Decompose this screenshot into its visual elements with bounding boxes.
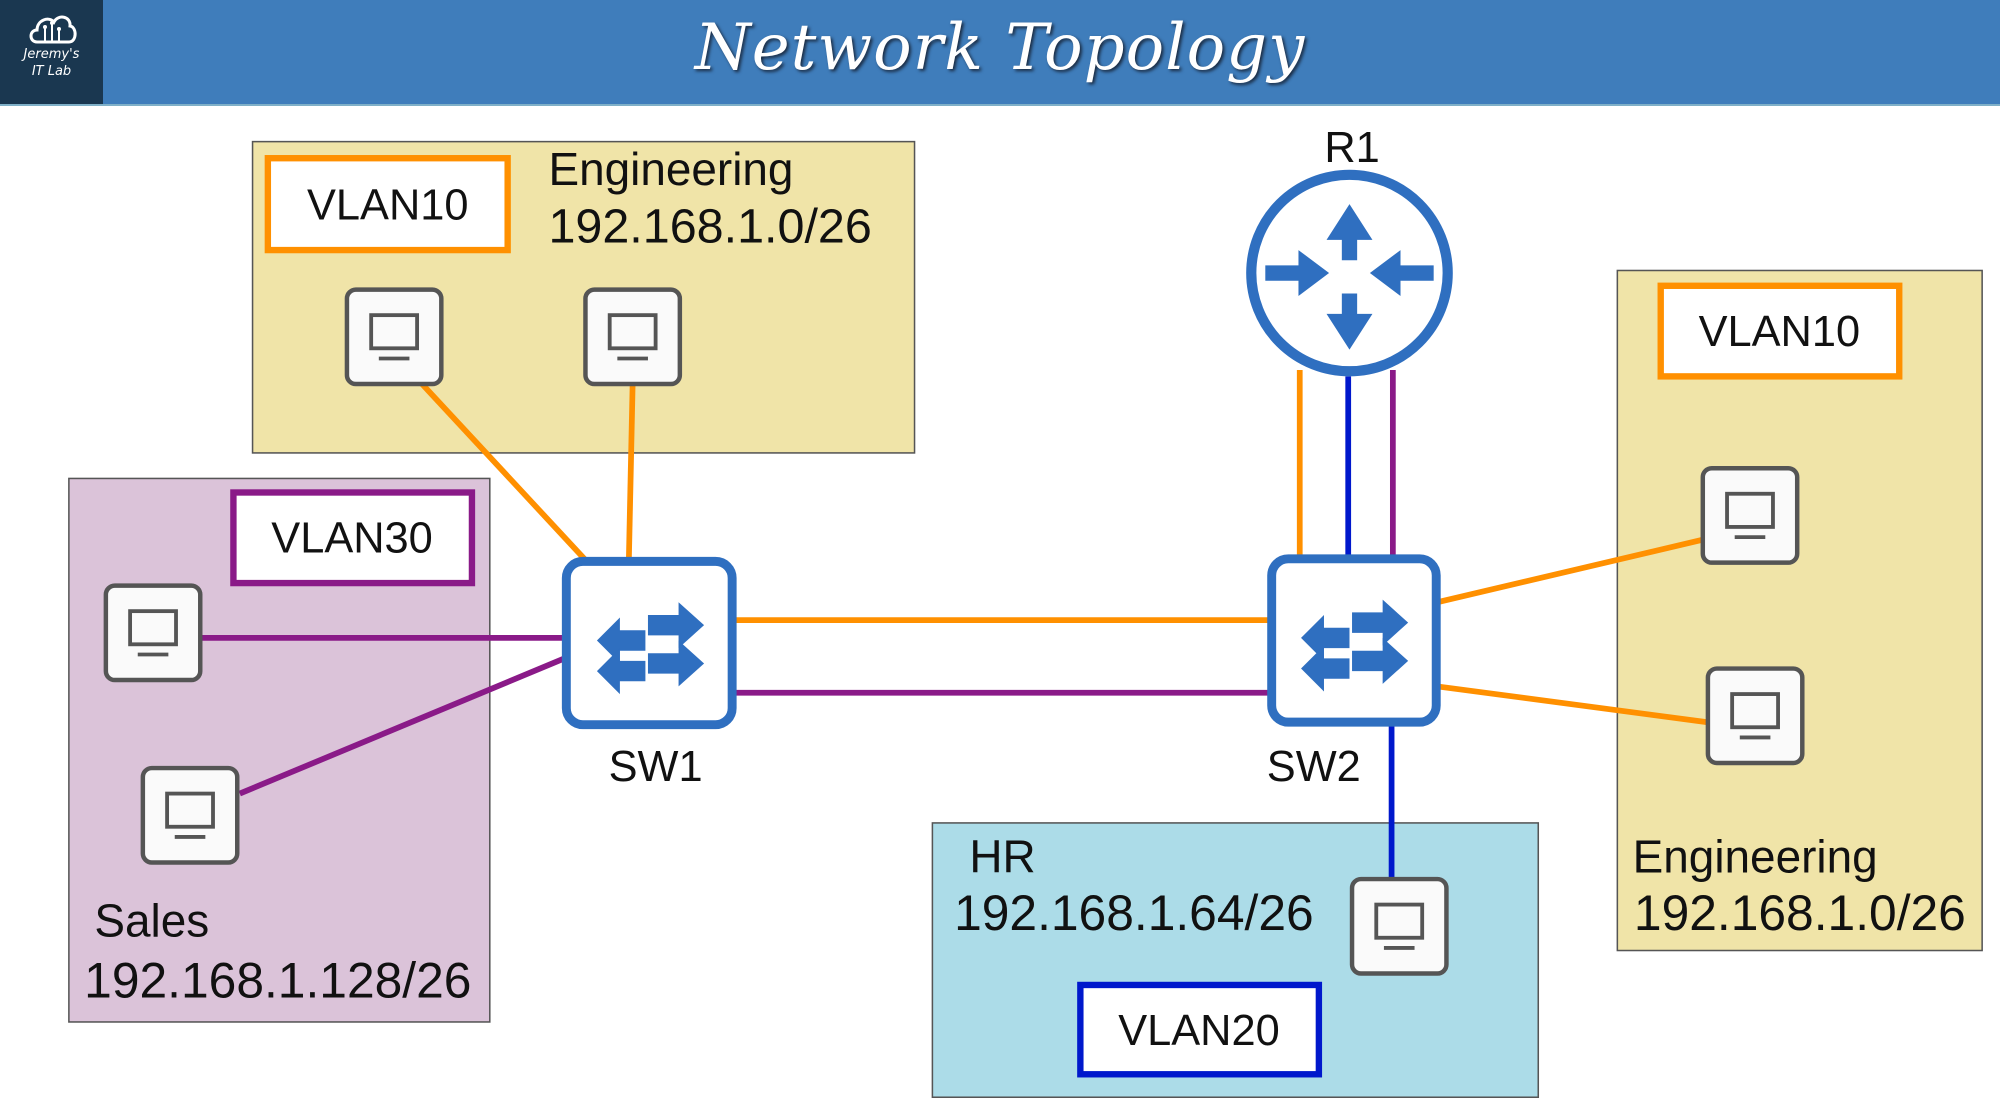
arrow-down-icon: [1326, 293, 1373, 350]
zone-name: Engineering: [1633, 831, 1878, 883]
switch-sw2[interactable]: SW2: [1267, 554, 1441, 791]
pc-icon[interactable]: [1352, 879, 1446, 973]
zone-name: Engineering: [548, 143, 793, 195]
header-bar: Jeremy's IT Lab Network Topology: [0, 0, 2000, 106]
zone-subnet: 192.168.1.0/26: [1634, 885, 1966, 941]
link-eng-pc2-sw1: [625, 382, 636, 562]
router-icon[interactable]: [1246, 169, 1453, 377]
pc-icon[interactable]: [1703, 468, 1797, 562]
device-label: SW1: [609, 743, 703, 791]
zone-name: Sales: [94, 894, 209, 946]
pc-icon[interactable]: [143, 768, 237, 862]
pc-icon[interactable]: [106, 586, 200, 680]
vlan10-label-box: [1657, 282, 1903, 380]
arrow-right-icon: [1265, 250, 1330, 296]
link-eng-pc1-sw1: [418, 380, 589, 564]
zone-name: HR: [969, 831, 1035, 883]
zone-sales: VLAN30 Sales 192.168.1.128/26: [68, 477, 491, 1023]
vlan-label: VLAN20: [1118, 1007, 1279, 1055]
router-r1[interactable]: R1: [1246, 124, 1453, 377]
device-label: R1: [1324, 124, 1379, 172]
zone-subnet: 192.168.1.0/26: [548, 199, 871, 253]
pc-icon[interactable]: [585, 290, 679, 384]
logo-text-line2: IT Lab: [31, 64, 72, 79]
pc-icon[interactable]: [347, 290, 441, 384]
vlan10-label-box: [264, 155, 511, 254]
arrow-left-icon: [1369, 250, 1434, 296]
switch-icon[interactable]: [561, 556, 737, 730]
vlan30-label-box: [230, 489, 476, 587]
zone-engineering-right: VLAN10 Engineering 192.168.1.0/26: [1616, 269, 1983, 952]
logo: Jeremy's IT Lab: [0, 0, 103, 104]
links: [201, 370, 1708, 881]
page-title: Network Topology: [694, 11, 1306, 85]
pc-icon[interactable]: [1708, 669, 1802, 763]
zone-subnet: 192.168.1.128/26: [84, 953, 471, 1009]
link-sales-pc2-sw1: [238, 654, 569, 797]
link-sw2-eng-pc2: [1437, 683, 1708, 725]
link-sw2-eng-pc1: [1436, 536, 1704, 606]
zone-subnet: 192.168.1.64/26: [954, 885, 1314, 941]
logo-text-line1: Jeremy's: [23, 47, 80, 62]
device-label: SW2: [1267, 743, 1361, 791]
switch-icon[interactable]: [1267, 554, 1441, 727]
vlan20-label-box: [1077, 981, 1323, 1078]
vlan-label: VLAN10: [307, 181, 468, 229]
vlan-label: VLAN10: [1699, 308, 1860, 356]
arrow-up-icon: [1326, 204, 1373, 261]
switch-sw1[interactable]: SW1: [561, 556, 737, 791]
cloud-circuit-icon: [29, 15, 77, 44]
vlan-label: VLAN30: [271, 514, 432, 562]
